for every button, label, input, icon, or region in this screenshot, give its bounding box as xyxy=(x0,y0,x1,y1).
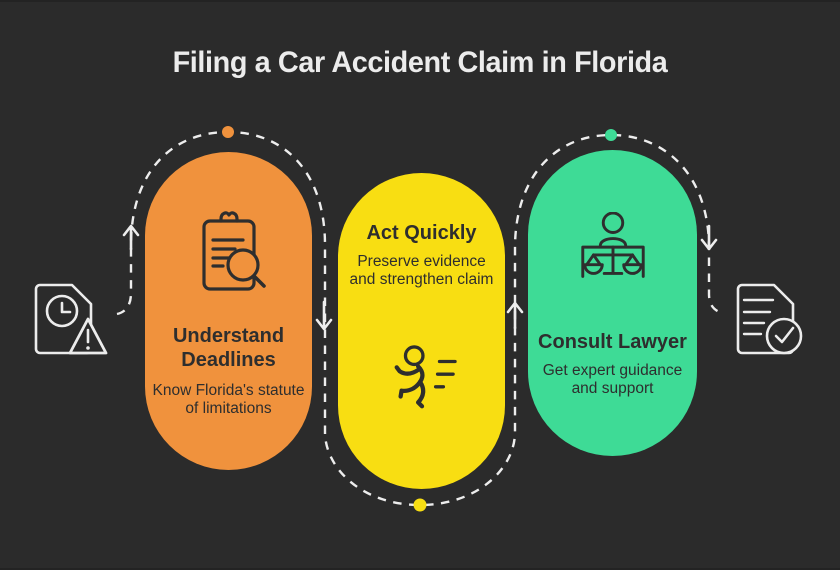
step-description: Get expert guidance and support xyxy=(542,362,683,398)
step1-dot xyxy=(222,126,234,138)
arrow-up-left xyxy=(122,224,140,251)
arrow-up-between-2-3 xyxy=(506,301,524,330)
step-card-consult-lawyer: Consult Lawyer Get expert guidance and s… xyxy=(528,150,697,456)
step-description: Know Florida's statute of limitations xyxy=(152,382,305,418)
arrow-down-right xyxy=(700,224,718,251)
step3-dot xyxy=(605,129,617,141)
arrow-down-between-1-2 xyxy=(315,300,333,331)
scales-of-justice-icon xyxy=(580,212,645,278)
page-title: Filing a Car Accident Claim in Florida xyxy=(172,46,668,79)
step-title: Understand Deadlines xyxy=(172,325,285,372)
running-person-icon xyxy=(394,345,457,409)
document-clock-warning-icon xyxy=(34,283,108,355)
step-card-understand-deadlines: Understand Deadlines Know Florida's stat… xyxy=(145,152,312,470)
step-card-act-quickly: Act Quickly Preserve evidence and streng… xyxy=(338,173,505,489)
step-title: Consult Lawyer xyxy=(538,331,687,353)
document-check-icon xyxy=(736,283,803,355)
clipboard-search-icon xyxy=(201,211,266,291)
step-description: Preserve evidence and strengthen claim xyxy=(349,253,494,289)
step-title: Act Quickly xyxy=(366,222,477,244)
step2-dot xyxy=(413,498,427,512)
